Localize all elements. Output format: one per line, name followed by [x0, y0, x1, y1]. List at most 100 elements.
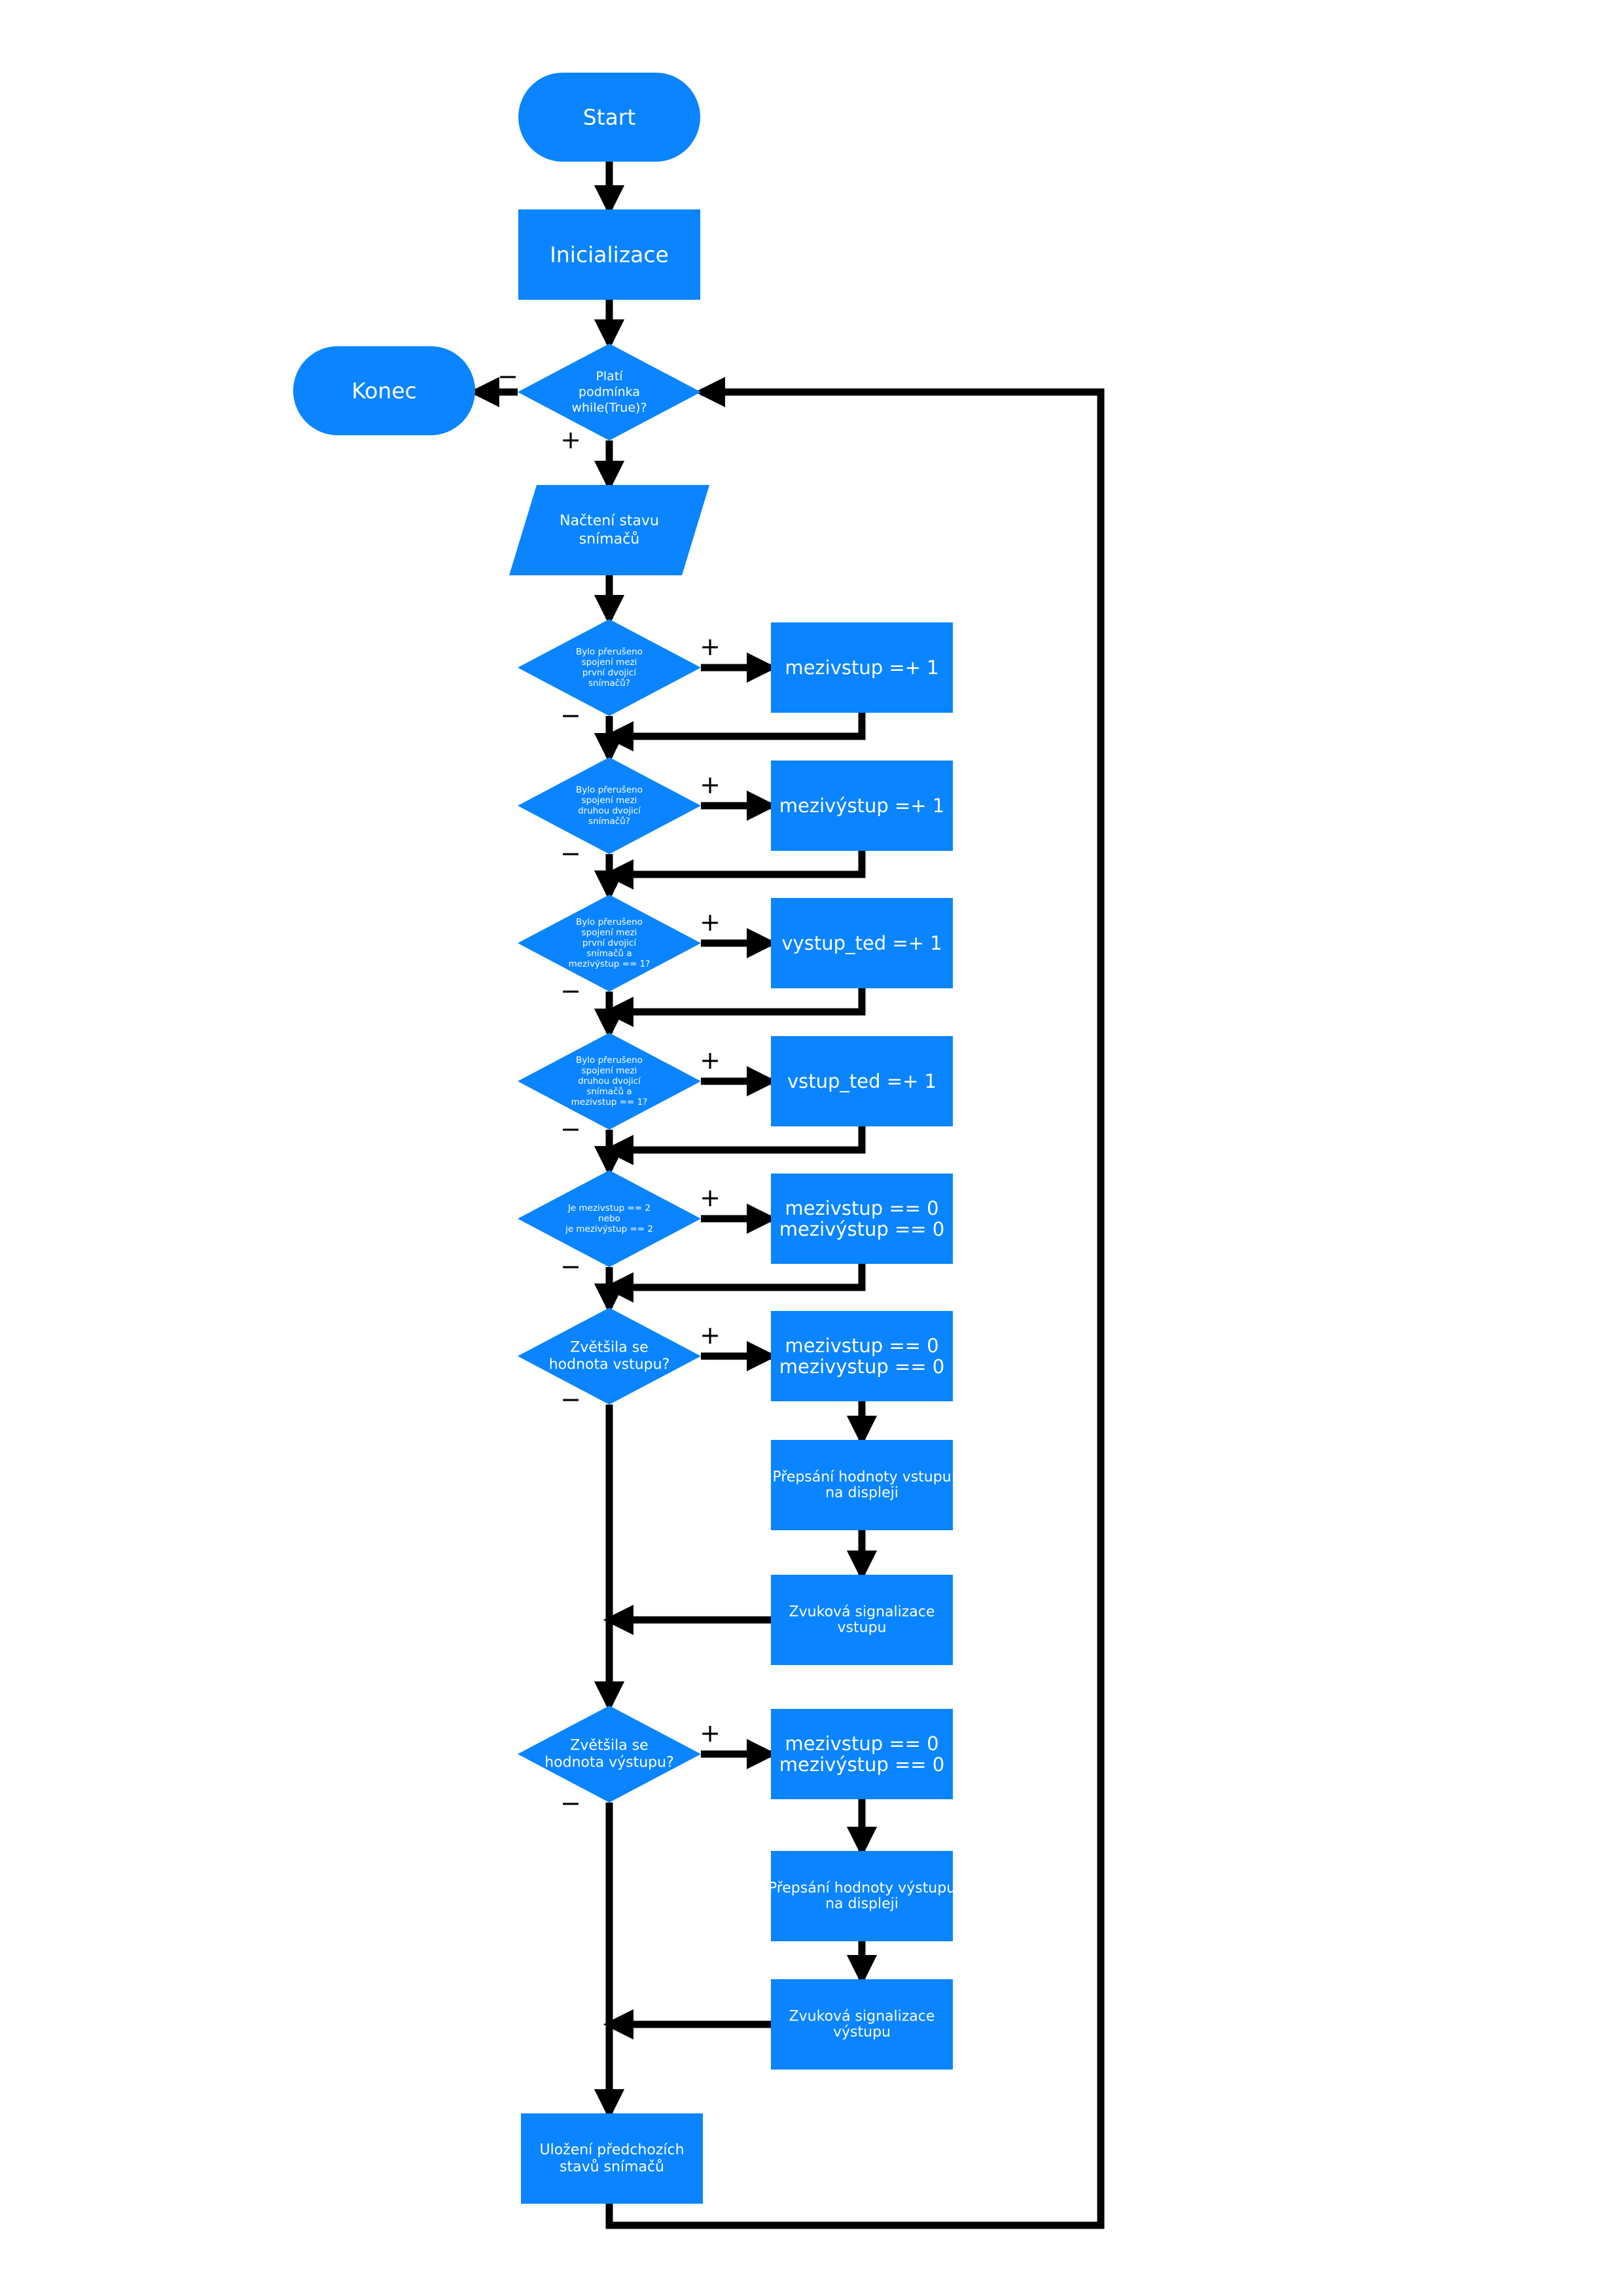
node-end-label: Konec: [351, 378, 417, 404]
node-q1-label: spojení mezi: [582, 657, 637, 668]
node-save_state-label: Uložení předchozích: [539, 2142, 684, 2159]
node-a7_display-label: na displeji: [825, 1896, 899, 1912]
node-q4-label: spojení mezi: [582, 1066, 637, 1076]
node-loop_check-label: while(True)?: [571, 401, 647, 415]
branch-yes-sign: +: [700, 770, 721, 799]
node-a7_sound-label: Zvuková signalizace: [789, 2009, 935, 2025]
node-q4-label: Bylo přerušeno: [576, 1055, 643, 1066]
node-init-process: [518, 209, 700, 300]
edge-a2-return: [603, 851, 866, 890]
node-q1-label: Bylo přerušeno: [576, 647, 643, 657]
node-a6_sound-label: Zvuková signalizace: [789, 1604, 935, 1621]
node-q1-label: snímačů?: [588, 678, 630, 689]
node-end-terminal: [293, 346, 475, 435]
branch-yes-sign: +: [560, 425, 581, 454]
branch-no-sign: −: [560, 1789, 581, 1818]
branch-yes-sign: +: [700, 1321, 721, 1350]
node-q6-decision: [518, 1308, 701, 1405]
node-q6-label: Zvětšila se: [570, 1340, 648, 1356]
node-a7_sound-process: [771, 1979, 953, 2070]
node-a6-process: [771, 1311, 953, 1401]
node-start-terminal: [518, 73, 700, 162]
node-loop_check-label: Platí: [596, 369, 623, 384]
node-save_state-process: [521, 2113, 703, 2204]
node-read_sensors-label: Načtení stavu: [560, 513, 659, 529]
node-a4-label: vstup_ted =+ 1: [787, 1070, 936, 1092]
node-a7_sound-label: výstupu: [833, 2024, 891, 2041]
edge-a1-return: [603, 713, 866, 752]
node-a7-label: mezivstup == 0: [785, 1732, 938, 1755]
node-a7-process: [771, 1709, 953, 1799]
node-q7-label: Zvětšila se: [570, 1738, 648, 1754]
node-q3-label: snímačů a: [586, 948, 632, 959]
node-q5-label: je mezivýstup == 2: [565, 1224, 653, 1234]
node-loop_check-decision: [518, 344, 701, 440]
node-q3-decision: [518, 895, 701, 992]
node-a6_display-label: Přepsání hodnoty vstupu: [772, 1469, 951, 1486]
edge-a4-return: [603, 1126, 866, 1166]
node-q3-label: spojení mezi: [582, 927, 637, 938]
connectors: [469, 162, 1105, 2229]
node-a3-label: vystup_ted =+ 1: [781, 932, 942, 954]
node-q4-decision: [518, 1033, 701, 1130]
node-q4-label: druhou dvojicí: [578, 1076, 641, 1086]
node-q2-decision: [518, 757, 701, 854]
branch-yes-sign: +: [700, 908, 721, 937]
branch-no-sign: −: [497, 362, 518, 391]
edge-a5-return: [603, 1264, 866, 1303]
node-a6-label: mezivystup == 0: [779, 1355, 944, 1378]
node-q2-label: snímačů?: [588, 816, 630, 827]
node-a7_display-process: [771, 1851, 953, 1941]
node-a6_sound-process: [771, 1575, 953, 1665]
branch-no-sign: −: [560, 701, 581, 730]
branch-yes-sign: +: [700, 1719, 721, 1748]
node-q7-label: hodnota výstupu?: [544, 1755, 674, 1771]
node-save_state-label: stavů snímačů: [560, 2159, 664, 2176]
node-q2-label: druhou dvojicí: [578, 806, 641, 816]
node-q5-label: Je mezivstup == 2: [567, 1203, 651, 1213]
node-a1-process: [771, 622, 953, 713]
node-a4-process: [771, 1036, 953, 1126]
node-q4-label: snímačů a: [586, 1086, 632, 1097]
node-a7-label: mezivýstup == 0: [779, 1753, 944, 1776]
node-q1-decision: [518, 619, 701, 716]
node-a5-label: mezivstup == 0: [785, 1197, 938, 1219]
node-a6_display-label: na displeji: [825, 1485, 899, 1501]
node-loop_check-label: podmínka: [579, 385, 640, 399]
node-read_sensors-data: [509, 485, 709, 575]
branch-no-sign: −: [560, 1252, 581, 1281]
node-q6-label: hodnota vstupu?: [549, 1357, 670, 1373]
branch-no-sign: −: [560, 1115, 581, 1143]
edge-loop-back: [605, 376, 1105, 2229]
branch-no-sign: −: [560, 977, 581, 1005]
node-a5-process: [771, 1174, 953, 1264]
branch-yes-sign: +: [700, 632, 721, 661]
branch-yes-sign: +: [700, 1183, 721, 1212]
branch-signs: −++−+−+−+−+−+−+−: [497, 362, 721, 1818]
node-init-label: Inicializace: [550, 242, 669, 268]
node-q3-label: mezivýstup == 1?: [569, 959, 651, 969]
node-q5-label: nebo: [598, 1213, 620, 1224]
node-a6_display-process: [771, 1440, 953, 1530]
node-q1-label: první dvojicí: [582, 668, 637, 678]
node-a1-label: mezivstup =+ 1: [785, 656, 938, 679]
branch-no-sign: −: [560, 1385, 581, 1414]
node-start-label: Start: [583, 105, 636, 130]
node-a2-process: [771, 761, 953, 851]
node-q2-label: spojení mezi: [582, 795, 637, 806]
node-q2-label: Bylo přerušeno: [576, 785, 643, 795]
node-a7_display-label: Přepsání hodnoty výstupu: [768, 1880, 955, 1897]
node-a2-label: mezivýstup =+ 1: [779, 795, 944, 817]
node-q3-label: první dvojicí: [582, 938, 637, 948]
node-q7-decision: [518, 1706, 701, 1803]
edge-a3-return: [603, 988, 866, 1028]
node-q4-label: mezivstup == 1?: [571, 1097, 648, 1107]
node-read_sensors-label: snímačů: [579, 531, 639, 548]
node-q3-label: Bylo přerušeno: [576, 917, 643, 927]
node-a3-process: [771, 898, 953, 988]
branch-no-sign: −: [560, 839, 581, 868]
node-q5-decision: [518, 1170, 701, 1267]
node-a5-label: mezivýstup == 0: [779, 1218, 944, 1240]
